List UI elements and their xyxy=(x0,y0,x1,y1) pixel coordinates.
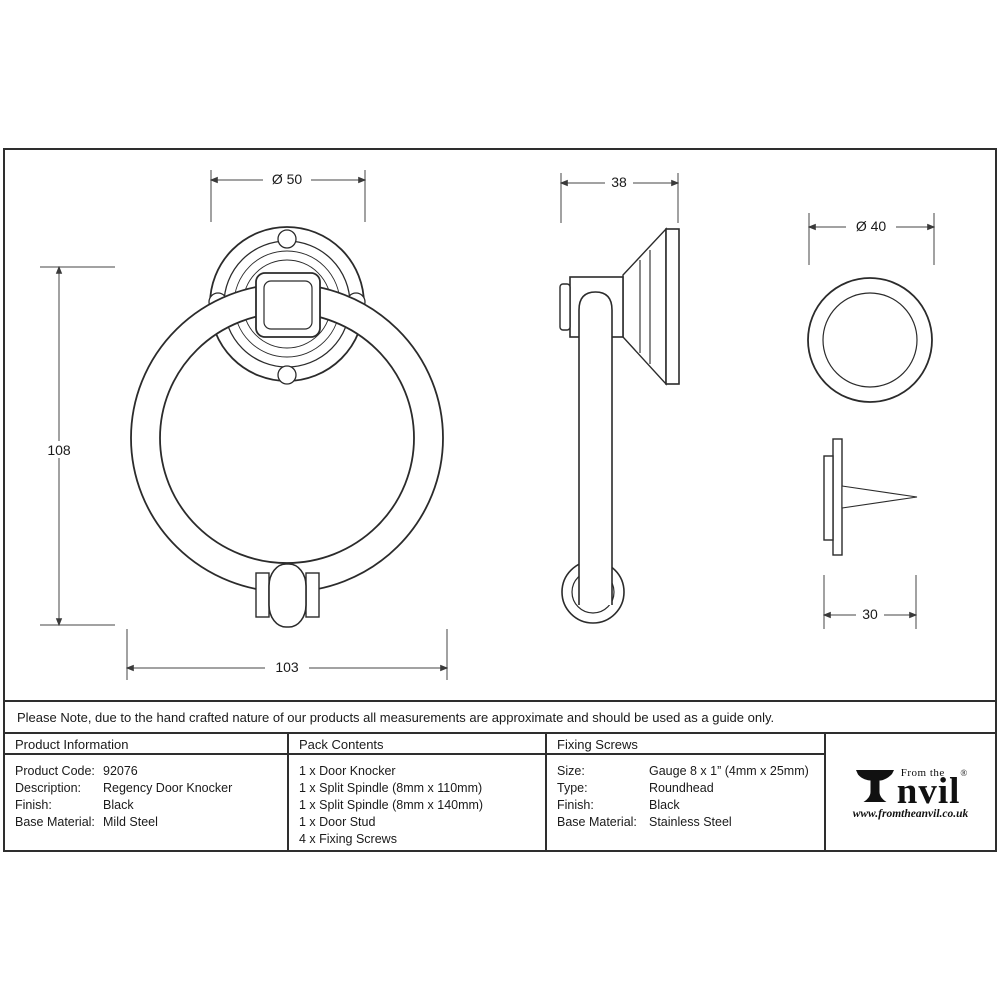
pack-item: 4 x Fixing Screws xyxy=(299,832,397,846)
screw-top xyxy=(277,229,297,249)
product-information-cell: Product Information Product Code: 92076 … xyxy=(5,734,287,850)
product-information-header: Product Information xyxy=(5,734,287,755)
fixing-screws-body: Size: Gauge 8 x 1” (4mm x 25mm) Type: Ro… xyxy=(547,755,824,831)
product-code-row: Product Code: 92076 xyxy=(15,763,281,780)
dimension-height: 108 xyxy=(38,265,115,627)
row-label: Base Material: xyxy=(15,815,95,829)
row-label: Product Code: xyxy=(15,764,95,778)
screw-bottom xyxy=(277,365,297,385)
stud-spike xyxy=(841,485,918,509)
measurement-note: Please Note, due to the hand crafted nat… xyxy=(17,709,775,725)
row-label: Base Material: xyxy=(557,815,637,829)
rosette-profile xyxy=(559,227,680,386)
technical-drawing: Ø 50 108 103 xyxy=(38,170,936,680)
size-row: Size: Gauge 8 x 1” (4mm x 25mm) xyxy=(557,763,818,780)
pack-contents-body: 1 x Door Knocker 1 x Split Spindle (8mm … xyxy=(289,755,545,848)
dim-label-width: 103 xyxy=(275,659,299,675)
ring-profile xyxy=(578,291,613,605)
info-table: Product Information Product Code: 92076 … xyxy=(5,732,995,850)
logo-name: nvil xyxy=(896,771,961,812)
row-value: 92076 xyxy=(103,764,138,778)
row-label: Size: xyxy=(557,764,585,778)
dimension-stud-depth: 30 xyxy=(822,575,918,629)
base-material-row: Base Material: Mild Steel xyxy=(15,814,281,831)
row-value: Regency Door Knocker xyxy=(103,781,233,795)
row-value: Black xyxy=(103,798,134,812)
fixing-screws-cell: Fixing Screws Size: Gauge 8 x 1” (4mm x … xyxy=(545,734,824,850)
note-bar: Please Note, due to the hand crafted nat… xyxy=(5,700,995,732)
finish-row: Finish: Black xyxy=(557,797,818,814)
finish-row: Finish: Black xyxy=(15,797,281,814)
row-value: Black xyxy=(649,798,680,812)
pack-item: 1 x Door Knocker xyxy=(299,764,396,778)
dim-label-rosette-diameter: Ø 50 xyxy=(272,171,303,187)
row-value: Stainless Steel xyxy=(649,815,732,829)
pack-contents-cell: Pack Contents 1 x Door Knocker 1 x Split… xyxy=(287,734,545,850)
logo-tagline: From the xyxy=(900,767,945,779)
dimension-rosette-diameter: Ø 50 xyxy=(209,170,367,222)
datasheet-frame: Ø 50 108 103 xyxy=(3,148,997,852)
row-value: Mild Steel xyxy=(103,815,158,829)
stud-side-view: 30 xyxy=(822,438,918,629)
row-label: Description: xyxy=(15,781,81,795)
product-information-body: Product Code: 92076 Description: Regency… xyxy=(5,755,287,831)
square-boss xyxy=(255,272,321,338)
side-view: 38 xyxy=(559,173,680,624)
dimension-stud-diameter: Ø 40 xyxy=(807,213,936,265)
dim-label-stud-diameter: Ø 40 xyxy=(856,218,887,234)
row-value: Roundhead xyxy=(649,781,714,795)
pack-item: 1 x Split Spindle (8mm x 140mm) xyxy=(299,798,484,812)
dim-label-depth: 38 xyxy=(611,174,627,190)
dim-label-height: 108 xyxy=(47,442,71,458)
from-the-anvil-logo: From the nvil ® www.fromtheanvil.co.uk xyxy=(853,766,969,820)
stud-front-view: Ø 40 xyxy=(807,213,936,403)
pack-contents-header: Pack Contents xyxy=(289,734,545,755)
row-label: Type: xyxy=(557,781,588,795)
pack-item: 1 x Door Stud xyxy=(299,815,376,829)
anvil-icon xyxy=(855,770,894,802)
pack-item: 1 x Split Spindle (8mm x 110mm) xyxy=(299,781,483,795)
front-view: Ø 50 108 103 xyxy=(38,170,449,680)
knocker-ring xyxy=(130,283,444,593)
striker xyxy=(255,563,320,628)
dimension-width: 103 xyxy=(125,629,449,680)
base-material-row: Base Material: Stainless Steel xyxy=(557,814,818,831)
type-row: Type: Roundhead xyxy=(557,780,818,797)
description-row: Description: Regency Door Knocker xyxy=(15,780,281,797)
brand-logo-cell: From the nvil ® www.fromtheanvil.co.uk xyxy=(824,734,995,850)
dim-label-stud-depth: 30 xyxy=(862,606,878,622)
fixing-screws-header: Fixing Screws xyxy=(547,734,824,755)
registered-trademark: ® xyxy=(960,768,968,778)
dimension-depth: 38 xyxy=(559,173,680,223)
row-value: Gauge 8 x 1” (4mm x 25mm) xyxy=(649,764,809,778)
logo-url: www.fromtheanvil.co.uk xyxy=(852,808,969,820)
row-label: Finish: xyxy=(557,798,594,812)
row-label: Finish: xyxy=(15,798,52,812)
